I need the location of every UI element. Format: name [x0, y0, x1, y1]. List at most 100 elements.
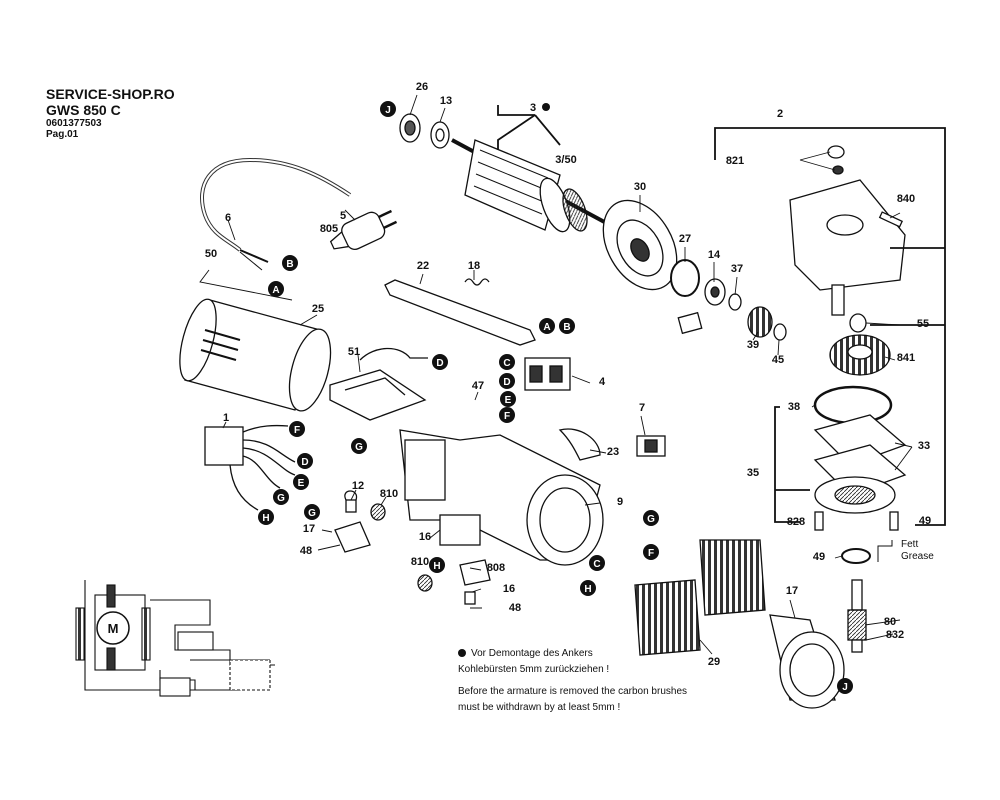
part-label: 9: [617, 496, 623, 508]
part-label: 828: [787, 516, 805, 528]
part-label: 29: [708, 656, 720, 668]
pinion-39: [747, 306, 773, 338]
grease-en: Grease: [901, 551, 934, 562]
connector-marker-letter: E: [298, 478, 305, 489]
part-label: 30: [634, 181, 646, 193]
connector-marker-letter: D: [436, 358, 443, 369]
connector-marker: B: [282, 255, 298, 271]
washer-37: [728, 293, 742, 311]
part-label: 6: [225, 212, 231, 224]
part-label: 3/50: [555, 154, 576, 166]
part-label: 39: [747, 339, 759, 351]
part-label: 37: [731, 263, 743, 275]
part-label: 49: [813, 551, 825, 563]
motor-symbol-label: M: [108, 621, 119, 636]
part-label: 27: [679, 233, 691, 245]
connector-marker-letter: G: [355, 442, 363, 453]
connector-marker-letter: F: [504, 411, 510, 422]
gear-housing-1: [399, 429, 604, 566]
carbon-brush-810: [345, 499, 357, 513]
bullet-icon: [458, 649, 466, 657]
part-label: 2: [777, 108, 783, 120]
document-header: SERVICE-SHOP.RO GWS 850 C 0601377503 Pag…: [46, 87, 175, 140]
part-label: 4: [599, 376, 606, 388]
connector-marker: D: [432, 354, 448, 370]
connector-marker-letter: H: [584, 584, 591, 595]
part-label: 840: [897, 193, 915, 205]
connector-marker: E: [500, 391, 516, 407]
cover-9: [558, 428, 601, 461]
capacitor-12: [204, 426, 244, 466]
connector-marker: G: [273, 489, 289, 505]
spindle-32: [847, 579, 867, 653]
connector-marker-letter: F: [294, 425, 300, 436]
part-label: 810: [380, 488, 398, 500]
connector-marker: A: [268, 281, 284, 297]
part-label: 5: [340, 210, 346, 222]
connector-marker: A: [539, 318, 555, 334]
part-label: 80: [884, 616, 896, 628]
connector-marker-letter: D: [503, 377, 510, 388]
part-label: 1: [223, 412, 229, 424]
connector-marker: B: [559, 318, 575, 334]
connector-marker: J: [380, 101, 396, 117]
part-label: 22: [417, 260, 429, 272]
part-label: 3: [530, 102, 536, 114]
switch-rod-22: [384, 279, 536, 346]
part-label: 18: [468, 260, 480, 272]
connector-marker-letter: C: [593, 559, 600, 570]
part-label: 38: [788, 401, 800, 413]
connector-marker: H: [429, 557, 445, 573]
spring-17: [370, 503, 386, 521]
connector-marker-letter: B: [563, 322, 570, 333]
connector-marker-letter: J: [842, 682, 848, 693]
key-part: [677, 311, 703, 335]
bevel-gear-38: [829, 334, 891, 376]
connector-marker: C: [589, 555, 605, 571]
part-number: 0601377503: [46, 118, 102, 129]
connector-marker-letter: A: [272, 285, 279, 296]
connector-marker: F: [289, 421, 305, 437]
screw-49b: [889, 511, 899, 531]
part-label: 841: [897, 352, 915, 364]
spindle-bearing-828: [814, 476, 896, 514]
part-label: 51: [348, 346, 360, 358]
washer-80: [841, 548, 871, 564]
connector-marker-letter: G: [308, 508, 316, 519]
guard-29: [769, 614, 845, 709]
field-coil-2: [634, 539, 766, 656]
oring-33: [813, 385, 893, 425]
connector-marker-letter: F: [648, 548, 654, 559]
connector-marker: J: [837, 678, 853, 694]
armature: [451, 138, 611, 233]
note-de-line1: Vor Demontage des Ankers: [471, 648, 593, 659]
part-label: 16: [419, 531, 431, 543]
part-label: 805: [320, 223, 338, 235]
grease-label: Fett Grease: [877, 539, 934, 562]
connector-marker-letter: H: [262, 513, 269, 524]
gear-cover-840: [789, 145, 906, 316]
connector-marker: D: [499, 373, 515, 389]
connector-marker: D: [297, 453, 313, 469]
grease-de: Fett: [901, 539, 918, 550]
part-label: 16: [503, 583, 515, 595]
part-drawings: [75, 94, 946, 709]
connector-marker: F: [499, 407, 515, 423]
connector-marker-letter: H: [433, 561, 440, 572]
part-label: 832: [886, 629, 904, 641]
plug: [329, 209, 398, 251]
page-number: Pag.01: [46, 129, 79, 140]
bearing-13: [430, 121, 450, 149]
part-label: 49: [919, 515, 931, 527]
part-label: 17: [303, 523, 315, 535]
part-label: 50: [205, 248, 217, 260]
connector-marker: E: [293, 474, 309, 490]
part-label: 821: [726, 155, 744, 167]
bracket-3: [497, 105, 561, 150]
part-label: 45: [772, 354, 784, 366]
part-label: 47: [472, 380, 484, 392]
connector-marker: G: [351, 438, 367, 454]
